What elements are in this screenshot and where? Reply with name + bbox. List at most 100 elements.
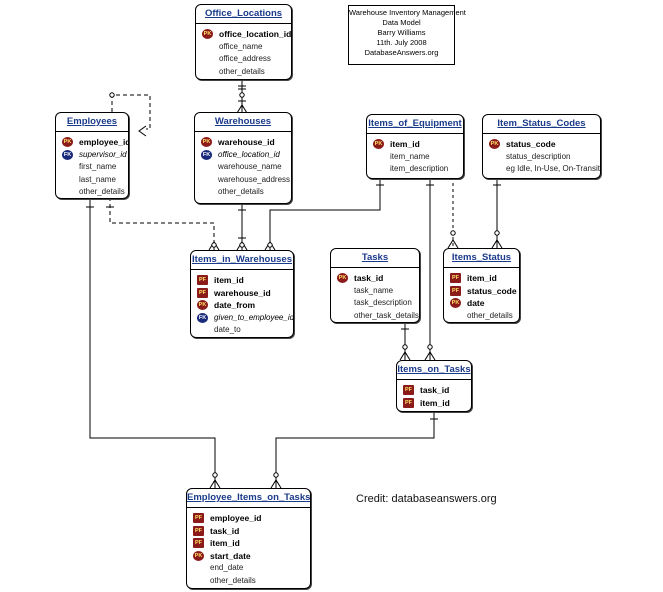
- attribute-row: other_details: [201, 186, 287, 199]
- attribute-name: task_description: [354, 298, 412, 307]
- attribute-row: other_details: [202, 66, 287, 79]
- attribute-row: PF status_code: [450, 285, 517, 298]
- entity-title: Warehouses: [195, 113, 291, 132]
- entity-title: Items_of_Equipment: [367, 115, 463, 134]
- attribute-name: status_description: [506, 151, 571, 161]
- attribute-row: other_details: [193, 575, 306, 588]
- attribute-name: start_date: [210, 550, 251, 561]
- attribute-name: item_id: [390, 139, 420, 149]
- attribute-name: eg Idle, In-Use, On-Transit: [506, 164, 600, 173]
- attribute-name: task_id: [210, 525, 240, 536]
- attribute-name: warehouse_id: [218, 137, 275, 147]
- attribute-row: other_task_details: [337, 310, 419, 323]
- note-line-4: 11th. July 2008: [376, 38, 427, 47]
- attribute-row: eg Idle, In-Use, On-Transit: [489, 163, 600, 176]
- attribute-name: other_details: [218, 187, 264, 196]
- attribute-name: status_code: [506, 139, 556, 149]
- pf-key-icon: PF: [197, 287, 208, 298]
- attribute-row: warehouse_name: [201, 161, 287, 174]
- attribute-name: supervisor_id: [79, 149, 127, 159]
- attribute-name: office_address: [219, 54, 271, 63]
- attribute-name: item_id: [420, 397, 450, 408]
- attribute-row: date_to: [197, 324, 289, 337]
- attribute-name: employee_id: [79, 137, 129, 147]
- attribute-name: office_location_id: [219, 29, 292, 39]
- pk-key-icon: PK: [373, 139, 384, 149]
- attribute-name: last_name: [79, 174, 116, 184]
- attribute-name: first_name: [79, 162, 117, 171]
- attribute-row: other_details: [62, 186, 125, 198]
- attribute-name: item_id: [210, 538, 240, 548]
- attribute-row: PK status_code: [489, 138, 596, 151]
- attribute-row: PK item_id: [373, 138, 459, 151]
- pf-key-icon: PF: [193, 525, 204, 536]
- attribute-name: date_from: [214, 300, 256, 310]
- entity-title: Employees: [56, 113, 128, 132]
- credit-text: Credit: databaseanswers.org: [356, 493, 497, 505]
- pk-key-icon: PK: [489, 139, 500, 149]
- attribute-row: item_description: [373, 163, 459, 176]
- entity-title: Items_Status: [444, 249, 519, 268]
- attribute-name: item_description: [390, 164, 449, 173]
- pk-key-icon: PK: [201, 137, 212, 147]
- attribute-name: office_name: [219, 41, 263, 51]
- pf-key-icon: PF: [403, 397, 414, 408]
- attribute-row: status_description: [489, 151, 596, 164]
- attribute-name: end_date: [210, 563, 244, 572]
- note-line-2: Data Model: [382, 18, 421, 27]
- diagram-info-note: Warehouse Inventory Management Data Mode…: [348, 5, 466, 65]
- attribute-row: first_name: [62, 161, 124, 174]
- attribute-name: warehouse_id: [214, 287, 271, 298]
- attribute-row: PK warehouse_id: [201, 136, 287, 149]
- attribute-name: status_code: [467, 285, 517, 296]
- entity-title: Employee_Items_on_Tasks: [187, 489, 310, 508]
- attribute-name: other_details: [467, 310, 513, 320]
- attribute-name: given_to_employee_id: [214, 312, 294, 322]
- pf-key-icon: PF: [403, 385, 414, 395]
- attribute-row: last_name: [62, 174, 124, 187]
- attribute-name: item_id: [214, 275, 244, 285]
- pk-key-icon: PK: [197, 300, 208, 310]
- attribute-row: office_address: [202, 53, 287, 66]
- fk-key-icon: FK: [201, 149, 212, 160]
- attribute-row: warehouse_address: [201, 174, 290, 187]
- pk-key-icon: PK: [450, 298, 461, 308]
- fk-key-icon: FK: [197, 312, 208, 323]
- rel-iot-eiot: [275, 410, 435, 488]
- entity-title: Items_in_Warehouses: [191, 251, 293, 270]
- attribute-row: item_name: [373, 151, 459, 164]
- pf-key-icon: PF: [450, 285, 461, 296]
- rel-employees-eiot: [89, 197, 216, 488]
- attribute-row: office_name: [202, 41, 287, 54]
- entity-title: Office_Locations: [196, 5, 291, 24]
